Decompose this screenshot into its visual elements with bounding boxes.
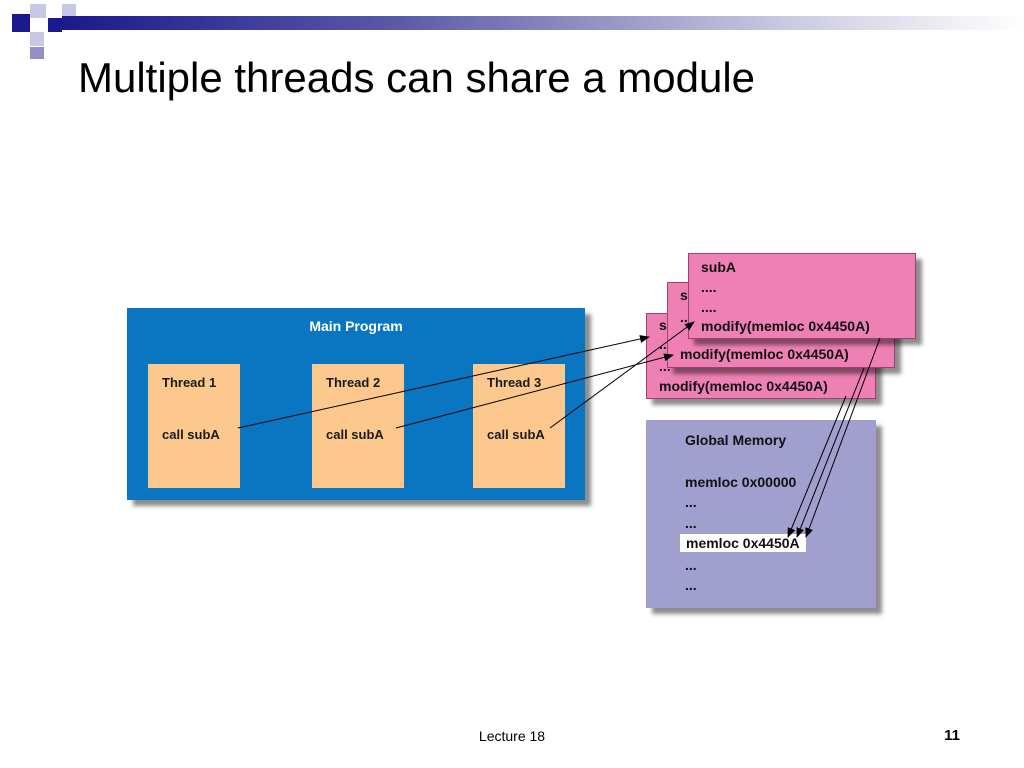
- suba-back-line-2: ..: [659, 336, 667, 352]
- main-program-label: Main Program: [309, 318, 403, 334]
- suba-back-line-4: modify(memloc 0x4450A): [659, 378, 828, 394]
- global-memory-title: Global Memory: [685, 432, 787, 448]
- thread-1-call: call subA: [162, 427, 220, 442]
- global-memory-line-4: ...: [685, 557, 697, 573]
- arrow-thread3-to-suba: [549, 321, 695, 429]
- arrow-modify-front-to-memory: [805, 337, 881, 538]
- corner-square-light-3: [30, 32, 44, 46]
- title-gradient-bar: [62, 16, 1024, 30]
- suba-middle-line-1: s: [680, 287, 688, 303]
- suba-middle-line-3: modify(memloc 0x4450A): [680, 346, 849, 362]
- suba-front-line-4: modify(memloc 0x4450A): [701, 318, 870, 334]
- corner-square-light-1: [30, 4, 46, 18]
- global-memory-line-3: ...: [685, 515, 697, 531]
- suba-front-line-3: ....: [701, 299, 717, 315]
- main-program-box: Main Program Thread 1 call subA Thread 2…: [127, 308, 585, 500]
- suba-card-front: subA .... .... modify(memloc 0x4450A): [688, 253, 916, 339]
- suba-back-line-3: ...: [659, 358, 671, 374]
- thread-2-label: Thread 2: [326, 375, 381, 390]
- suba-middle-line-2: ..: [680, 309, 688, 325]
- global-memory-highlight: memloc 0x4450A: [680, 534, 806, 552]
- thread-1-label: Thread 1: [162, 375, 217, 390]
- global-memory-line-1: memloc 0x00000: [685, 474, 797, 490]
- arrow-modify-back-to-memory: [787, 395, 847, 538]
- arrow-thread1-to-suba: [237, 335, 650, 429]
- suba-front-line-2: ....: [701, 279, 717, 295]
- global-memory-line-2: ...: [685, 494, 697, 510]
- thread-3-box: Thread 3 call subA: [473, 364, 565, 488]
- suba-front-line-1: subA: [701, 259, 736, 275]
- thread-3-label: Thread 3: [487, 375, 542, 390]
- corner-square-light-2: [62, 4, 76, 18]
- arrow-thread2-to-suba: [395, 353, 674, 429]
- slide-number: 11: [944, 727, 960, 744]
- suba-back-line-1: s: [659, 317, 667, 333]
- global-memory-line-5: ...: [685, 577, 697, 593]
- slide-title: Multiple threads can share a module: [78, 54, 756, 101]
- corner-square-navy-1: [12, 14, 30, 32]
- footer-lecture: Lecture 18: [478, 728, 546, 744]
- corner-square-mid-1: [30, 47, 44, 59]
- arrow-modify-middle-to-memory: [796, 367, 865, 538]
- thread-2-call: call subA: [326, 427, 384, 442]
- corner-square-navy-2: [48, 18, 62, 32]
- thread-2-box: Thread 2 call subA: [312, 364, 404, 488]
- thread-3-call: call subA: [487, 427, 545, 442]
- thread-1-box: Thread 1 call subA: [148, 364, 240, 488]
